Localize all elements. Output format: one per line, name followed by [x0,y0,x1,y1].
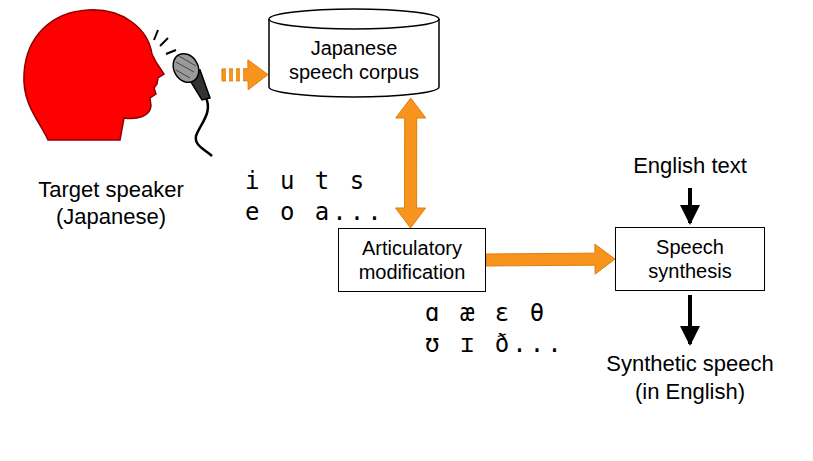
speaker-illustration [0,0,222,160]
flow-arrow [486,244,615,274]
node-text: Japanese speech corpus [281,36,427,84]
cylinder-body [269,19,439,97]
output-arrow [688,295,692,344]
output-label: Synthetic speech (in English) [595,350,785,405]
phoneme-list: ɑ æ ɛ θ ʊ ɪ ð... [425,298,570,360]
speaker-figure: Target speaker (Japanese) [0,0,222,230]
voice-spark [166,50,176,54]
input-arrow [688,188,692,223]
mic-grill [179,56,196,66]
mic-head [168,49,204,87]
arrow-gap [233,62,236,88]
flow-arrow [396,98,426,228]
cylinder-top [269,9,439,29]
node-text: Speech synthesis [624,235,756,283]
node-text: Target speaker (Japanese) [0,177,222,230]
input-label: English text [615,152,765,180]
arrow-gap [240,62,243,88]
process-box: Articulatory modification [338,228,486,292]
voice-spark [154,30,158,40]
voice-spark [160,38,168,46]
database-cylinder: Japanese speech corpus [268,8,440,98]
mic-cable [196,96,212,156]
head-silhouette [24,10,164,140]
process-box: Speech synthesis [615,227,765,291]
mic-grill [176,70,190,78]
node-text: Articulatory modification [347,236,477,284]
arrow-gap [226,62,229,88]
flow-arrow [222,60,268,90]
phoneme-list: i u t s e o a... [245,166,390,228]
